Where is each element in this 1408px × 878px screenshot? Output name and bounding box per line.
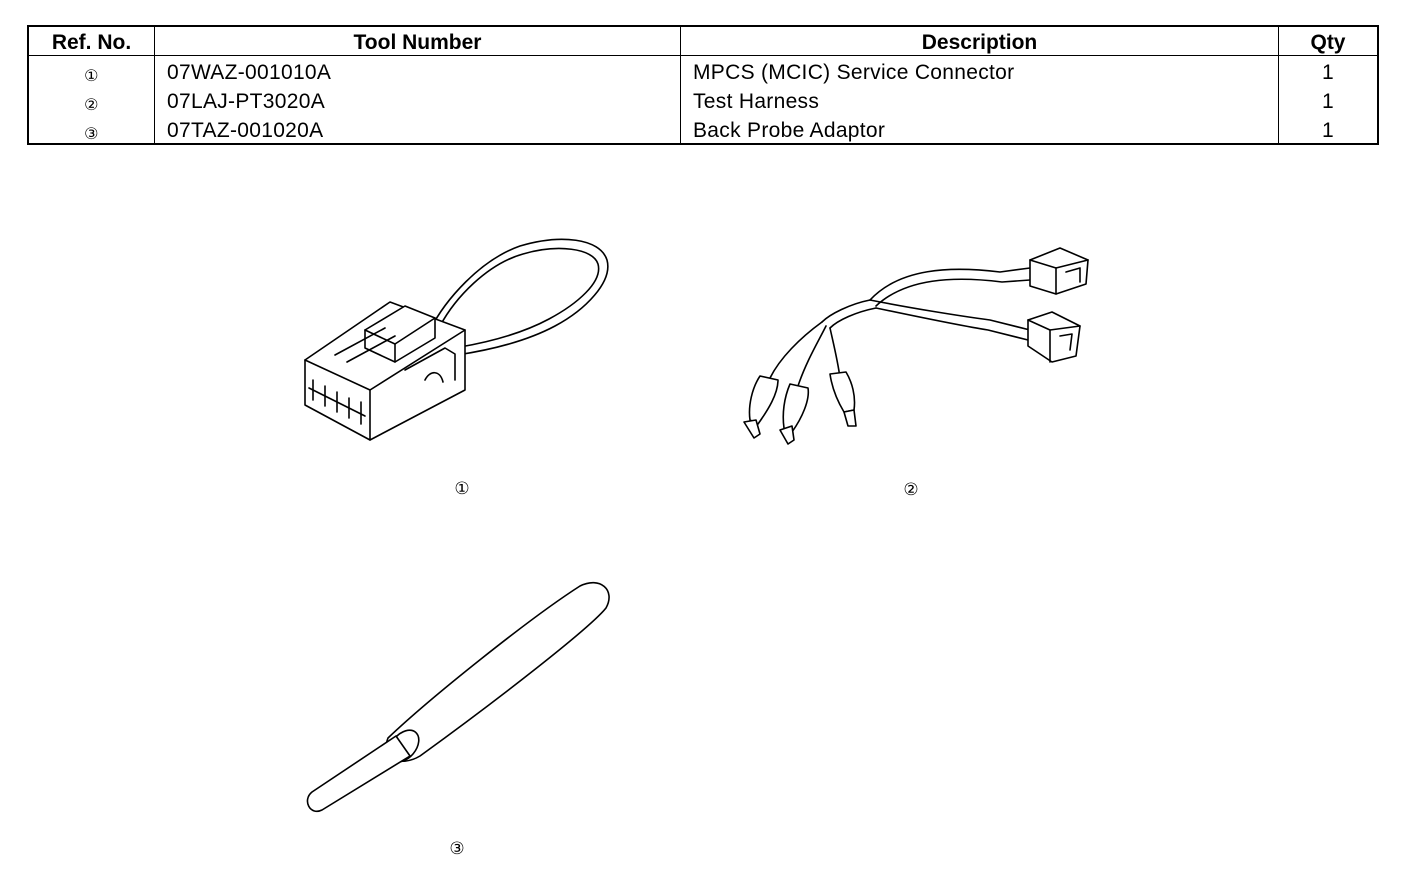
tool-qty: 1 — [1322, 61, 1334, 84]
header-qty: Qty — [1278, 26, 1378, 56]
tool-qty: 1 — [1322, 90, 1334, 113]
tool-description: MPCS (MCIC) Service Connector — [680, 55, 1279, 85]
table-row: ① 07WAZ-001010A MPCS (MCIC) Service Conn… — [28, 55, 1378, 85]
tool-qty: 1 — [1322, 119, 1334, 142]
figure-2-label: ② — [903, 480, 919, 500]
header-ref-no: Ref. No. — [28, 26, 155, 56]
table-row: ② 07LAJ-PT3020A Test Harness 1 — [28, 85, 1378, 114]
figure-3-label: ③ — [449, 839, 465, 859]
table-header-row: Ref. No. Tool Number Description Qty — [28, 26, 1378, 56]
tool-number: 07LAJ-PT3020A — [154, 85, 681, 114]
figure-1-label: ① — [454, 479, 470, 499]
ref-number: ② — [28, 85, 155, 114]
test-harness-illustration — [730, 238, 1100, 448]
tool-description: Test Harness — [680, 85, 1279, 114]
ref-number: ③ — [28, 114, 155, 144]
ref-number: ① — [28, 55, 155, 85]
tool-number: 07TAZ-001020A — [154, 114, 681, 144]
header-description: Description — [680, 26, 1279, 56]
tool-number: 07WAZ-001010A — [154, 55, 681, 85]
special-tools-table: Ref. No. Tool Number Description Qty ① 0… — [27, 25, 1379, 145]
tool-description: Back Probe Adaptor — [680, 114, 1279, 144]
table-row: ③ 07TAZ-001020A Back Probe Adaptor 1 — [28, 114, 1378, 144]
header-tool-number: Tool Number — [154, 26, 681, 56]
back-probe-adaptor-illustration — [300, 578, 620, 823]
service-connector-illustration — [295, 230, 625, 445]
